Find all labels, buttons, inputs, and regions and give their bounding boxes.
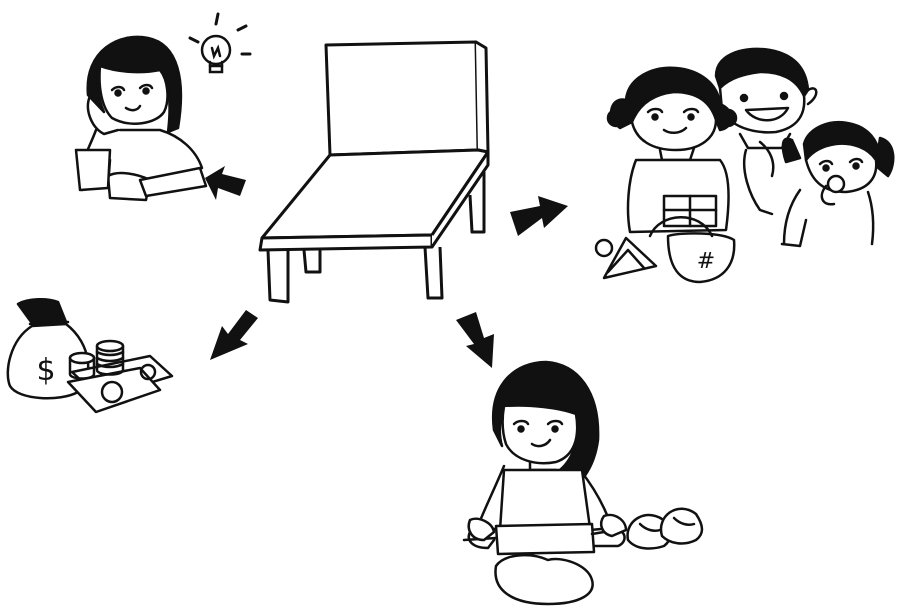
basket-symbol: # [697, 249, 715, 274]
arrow-to-family [510, 196, 568, 236]
rolling-pin-icon [628, 509, 702, 549]
arrow-to-idea [205, 166, 246, 200]
money-bag-icon: $ [8, 299, 172, 412]
lightbulb-icon [190, 14, 250, 72]
girl-making-dumplings [464, 362, 626, 604]
arrow-to-dumplings [456, 312, 494, 368]
bench-icon [260, 42, 488, 302]
girl-with-idea [76, 37, 206, 200]
family-with-gifts [596, 49, 893, 282]
arrow-to-money [210, 310, 258, 360]
money-bag-symbol: $ [36, 353, 55, 388]
